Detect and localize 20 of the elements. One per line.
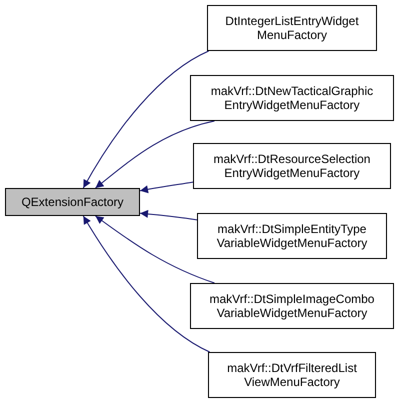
inheritance-arrow bbox=[94, 216, 215, 284]
class-box bbox=[208, 352, 376, 398]
class-box bbox=[5, 188, 140, 216]
inheritance-arrow bbox=[94, 120, 215, 188]
class-box bbox=[190, 283, 394, 329]
inheritance-arrow bbox=[140, 210, 198, 220]
class-box bbox=[197, 213, 387, 259]
class-name: DtIntegerListEntryWidget MenuFactory bbox=[224, 14, 360, 42]
class-name: QExtensionFactory bbox=[21, 195, 124, 209]
class-name: makVrf::DtVrfFilteredList ViewMenuFactory bbox=[226, 361, 358, 389]
class-box bbox=[190, 75, 394, 121]
inheritance-arrow bbox=[140, 182, 194, 194]
class-box bbox=[207, 5, 377, 51]
class-name: makVrf::DtSimpleEntityType VariableWidgetMenuFactory bbox=[216, 222, 368, 250]
class-name: makVrf::DtResourceSelection EntryWidgetMenuFactory bbox=[212, 152, 372, 180]
inheritance-arrow bbox=[82, 216, 210, 352]
class-name: makVrf::DtSimpleImageCombo VariableWidgetMenuFactory bbox=[208, 292, 376, 320]
class-name: makVrf::DtNewTacticalGraphic EntryWidgetMenuFactory bbox=[210, 84, 374, 112]
class-box bbox=[193, 143, 391, 189]
inheritance-arrow bbox=[82, 50, 210, 188]
